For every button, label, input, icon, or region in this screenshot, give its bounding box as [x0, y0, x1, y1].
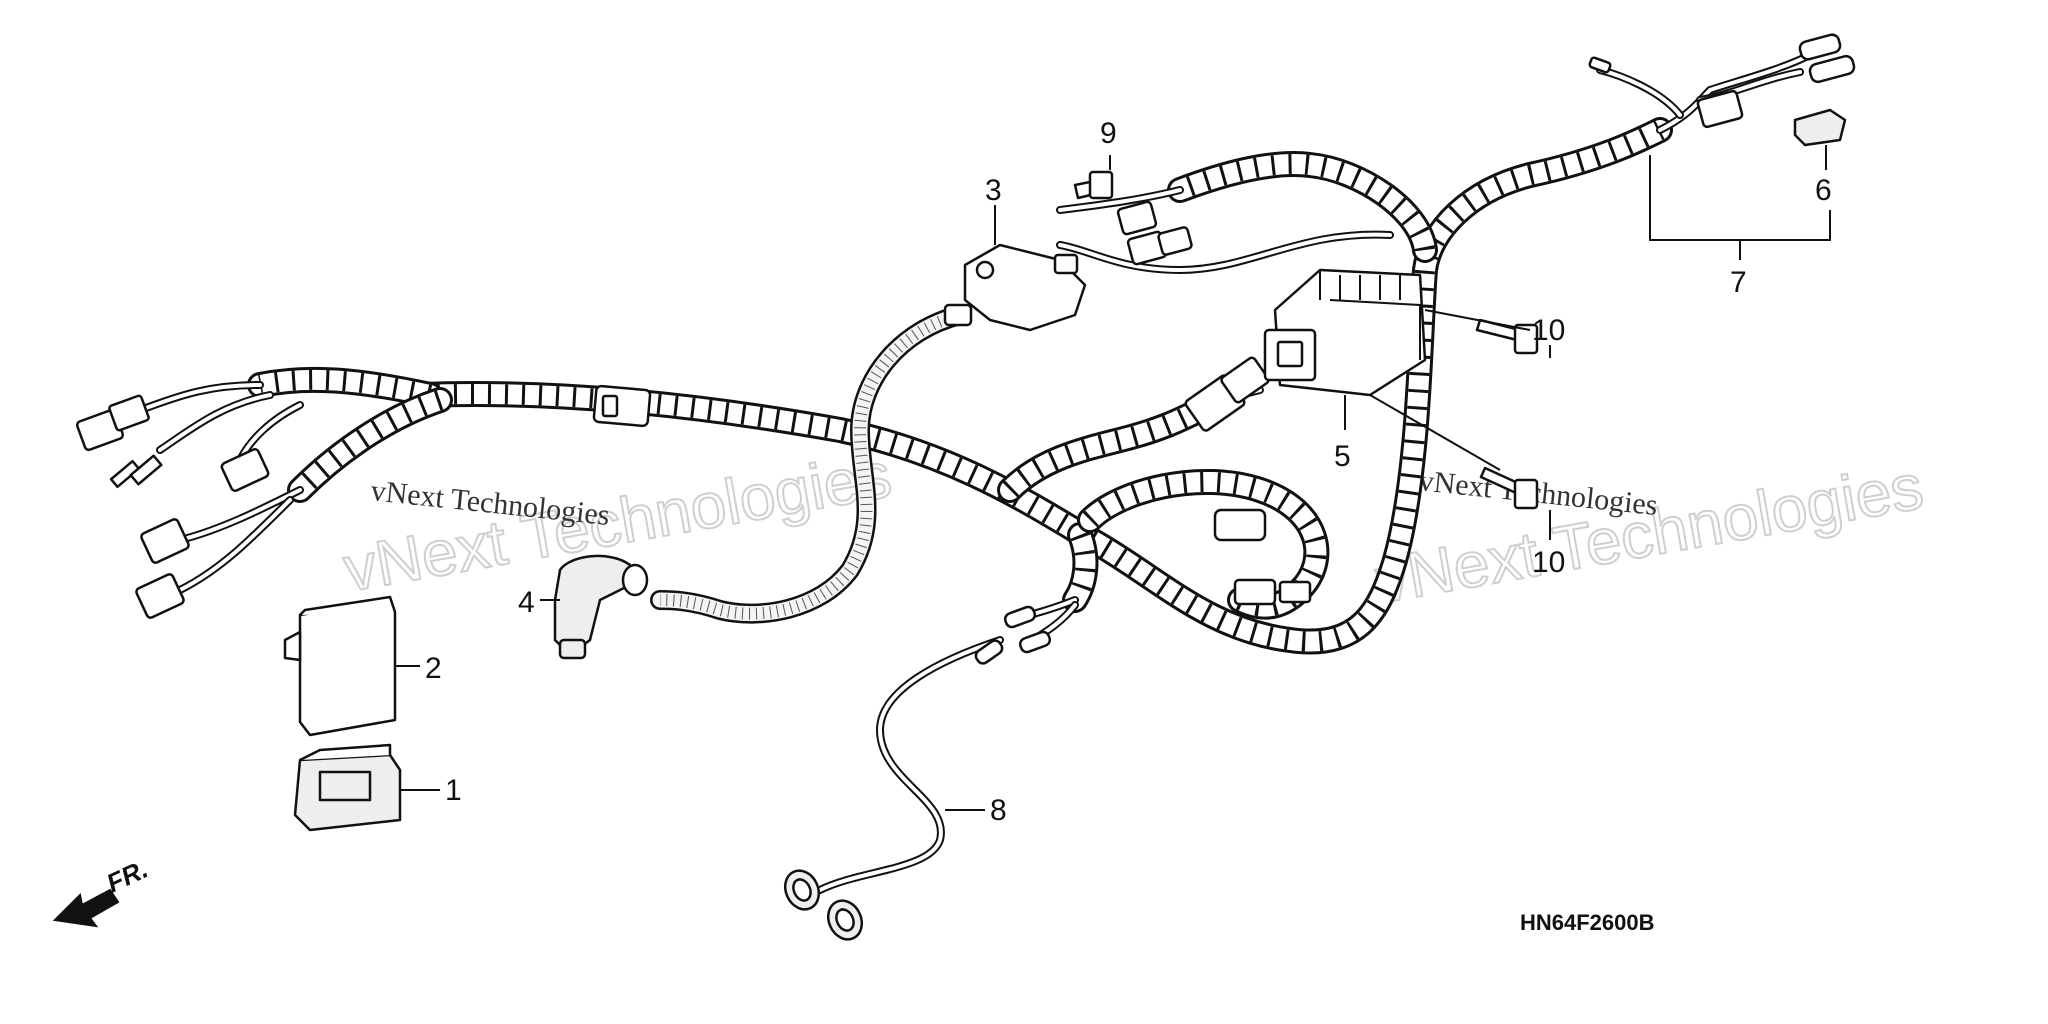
drawing-code: HN64F2600B	[1520, 910, 1655, 935]
front-direction-arrow: FR.	[52, 854, 153, 928]
connectors-top-right	[1588, 33, 1856, 129]
part-4-spark-plug-cap	[553, 554, 649, 660]
callout-10-upper: 10	[1532, 314, 1565, 347]
ignition-high-tension-lead	[650, 305, 970, 624]
wire-harness-main	[247, 117, 1673, 655]
callout-2: 2	[425, 652, 442, 685]
callout-9: 9	[1100, 117, 1117, 150]
part-8-sub-harness	[783, 869, 864, 941]
callout-10-lower: 10	[1532, 546, 1565, 579]
part-2-relay	[283, 595, 397, 737]
bullet-connectors	[974, 605, 1052, 665]
part-3-ignition-coil	[943, 243, 1087, 332]
callout-6: 6	[1815, 174, 1832, 207]
callout-5: 5	[1334, 440, 1351, 473]
part-1-fuse-box-base	[293, 743, 402, 832]
callout-8: 8	[990, 794, 1007, 827]
connectors-upper	[1116, 200, 1193, 266]
bolt-9	[1073, 170, 1114, 200]
callout-1: 1	[445, 774, 462, 807]
part-6-connector-cover	[1793, 108, 1847, 147]
connector-regulator-lead	[1184, 356, 1270, 432]
part-5-regulator-rectifier	[1263, 268, 1427, 397]
leader-lines	[395, 145, 1831, 811]
callout-3: 3	[985, 174, 1002, 207]
bolt-10-upper	[1475, 318, 1539, 355]
callout-4: 4	[518, 586, 535, 619]
connectors-left	[75, 394, 270, 619]
bolt-10-lower	[1479, 466, 1539, 510]
connector-harness-mid	[592, 384, 652, 428]
callout-7: 7	[1730, 266, 1747, 299]
connectors-right-loop	[1213, 508, 1312, 606]
